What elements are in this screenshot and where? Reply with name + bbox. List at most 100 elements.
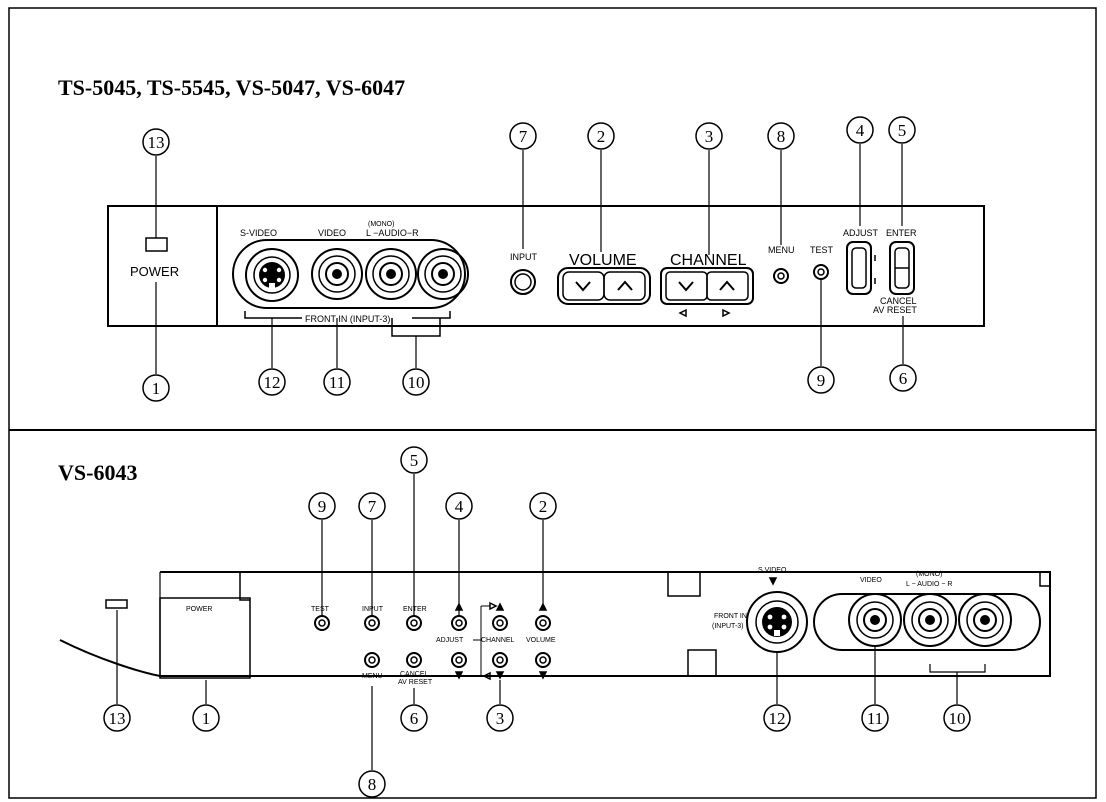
- menu-label-bottom: MENU: [362, 673, 383, 680]
- svg-text:4: 4: [856, 121, 865, 140]
- channel-up-button[interactable]: [706, 271, 749, 301]
- svg-text:12: 12: [769, 709, 786, 728]
- channel-rocker: [660, 267, 754, 305]
- test-label: TEST: [810, 245, 834, 255]
- volume-up-button-bottom[interactable]: [535, 615, 551, 631]
- power-block: [159, 597, 251, 679]
- menu-button[interactable]: [773, 268, 789, 284]
- svg-text:2: 2: [597, 127, 606, 146]
- enter-button-bottom[interactable]: [406, 615, 422, 631]
- channel-label-bottom: CHANNEL: [481, 637, 515, 644]
- adjust-down-button[interactable]: [451, 652, 467, 668]
- callout-12: [258, 368, 286, 396]
- svg-text:6: 6: [899, 369, 908, 388]
- volume-up-button[interactable]: [603, 271, 646, 301]
- svg-text:10: 10: [949, 709, 966, 728]
- top-panel: TS-5045, TS-5545, VS-5047, VS-6047 POWER…: [58, 75, 985, 402]
- test-button[interactable]: [813, 264, 829, 280]
- av-reset-label-bottom: AV RESET: [398, 679, 433, 686]
- callout-4: [846, 116, 874, 144]
- menu-button-bottom[interactable]: [364, 652, 380, 668]
- input3-label-bottom: (INPUT-3): [712, 623, 744, 630]
- callout-b7: [358, 492, 386, 520]
- enter-rocker[interactable]: [889, 241, 915, 295]
- audio-r-jack-bottom[interactable]: [958, 593, 1012, 647]
- callout-6: [889, 364, 917, 392]
- bottom-panel-title: VS-6043: [58, 460, 137, 485]
- s-video-jack-bottom[interactable]: [746, 591, 808, 653]
- adjust-rocker[interactable]: [846, 241, 876, 295]
- rca-housing-bottom: [813, 593, 1041, 651]
- adjust-up-button[interactable]: [451, 615, 467, 631]
- input-button-bottom[interactable]: [364, 615, 380, 631]
- callout-9: [807, 366, 835, 394]
- audio-l-jack[interactable]: [365, 248, 417, 300]
- jack-housing: [232, 239, 466, 309]
- video-jack-bottom[interactable]: [848, 593, 902, 647]
- av-reset-label: AV RESET: [873, 305, 917, 315]
- svg-text:3: 3: [496, 709, 505, 728]
- ridge-a: [667, 572, 701, 597]
- callout-b13: [103, 704, 131, 732]
- volume-down-button[interactable]: [562, 271, 605, 301]
- s-video-label-bottom: S VIDEO: [758, 567, 787, 574]
- ridge-b: [687, 649, 717, 676]
- video-jack[interactable]: [311, 248, 363, 300]
- svg-text:9: 9: [817, 371, 826, 390]
- cancel-button-bottom[interactable]: [406, 652, 422, 668]
- cancel-label: CANCEL: [880, 296, 917, 306]
- callout-7: [509, 122, 537, 150]
- volume-label-bottom: VOLUME: [526, 637, 556, 644]
- svg-text:11: 11: [867, 709, 883, 728]
- mono-label: (MONO): [368, 221, 394, 228]
- audio-r-jack[interactable]: [417, 248, 469, 300]
- mono-label-bottom: (MONO): [916, 571, 942, 578]
- diagram-border: [8, 7, 1097, 799]
- svg-text:8: 8: [777, 127, 786, 146]
- top-panel-title: TS-5045, TS-5545, VS-5047, VS-6047: [58, 75, 405, 100]
- right-arrow-icon: [722, 308, 731, 318]
- input-button[interactable]: [510, 269, 536, 295]
- svg-text:3: 3: [705, 127, 714, 146]
- svg-text:10: 10: [408, 373, 425, 392]
- callout-b6: [400, 704, 428, 732]
- volume-label: VOLUME: [569, 252, 637, 269]
- s-video-jack[interactable]: [245, 248, 299, 302]
- front-in-label-bottom: FRONT IN: [714, 613, 747, 620]
- callout-8: [767, 122, 795, 150]
- adjust-down-icon: [454, 671, 464, 680]
- video-label: VIDEO: [318, 228, 346, 238]
- bottom-front-panel: [160, 571, 1051, 677]
- svg-text:5: 5: [410, 451, 419, 470]
- svg-text:9: 9: [318, 497, 327, 516]
- callout-b2: [529, 492, 557, 520]
- channel-up-button-bottom[interactable]: [492, 615, 508, 631]
- audio-l-jack-bottom[interactable]: [903, 593, 957, 647]
- channel-down-button[interactable]: [665, 271, 708, 301]
- callout-b4: [445, 492, 473, 520]
- test-button-bottom[interactable]: [314, 615, 330, 631]
- channel-right-icon: [489, 601, 498, 611]
- enter-label-bottom: ENTER: [403, 606, 427, 613]
- svg-text:5: 5: [898, 121, 907, 140]
- top-front-panel: [107, 205, 985, 327]
- audio-bracket-bottom: [929, 664, 986, 673]
- channel-label: CHANNEL: [670, 252, 747, 269]
- power-indicator: [145, 237, 168, 252]
- callout-b12: [763, 704, 791, 732]
- volume-down-button-bottom[interactable]: [535, 652, 551, 668]
- menu-label: MENU: [768, 245, 795, 255]
- svg-text:7: 7: [519, 127, 528, 146]
- test-label-bottom: TEST: [311, 606, 330, 613]
- svg-text:1: 1: [152, 379, 161, 398]
- svg-text:7: 7: [368, 497, 377, 516]
- bottom-leader-lines: [116, 474, 958, 770]
- cancel-label-bottom: CANCEL: [400, 671, 429, 678]
- bottom-panel: VS-6043 POWER TEST INPUT ENTER MENU CANC…: [58, 446, 1051, 798]
- callout-5: [888, 116, 916, 144]
- audio-label: L −AUDIO−R: [366, 228, 419, 238]
- power-label-bottom: POWER: [186, 606, 212, 613]
- callout-2: [587, 122, 615, 150]
- channel-down-button-bottom[interactable]: [492, 652, 508, 668]
